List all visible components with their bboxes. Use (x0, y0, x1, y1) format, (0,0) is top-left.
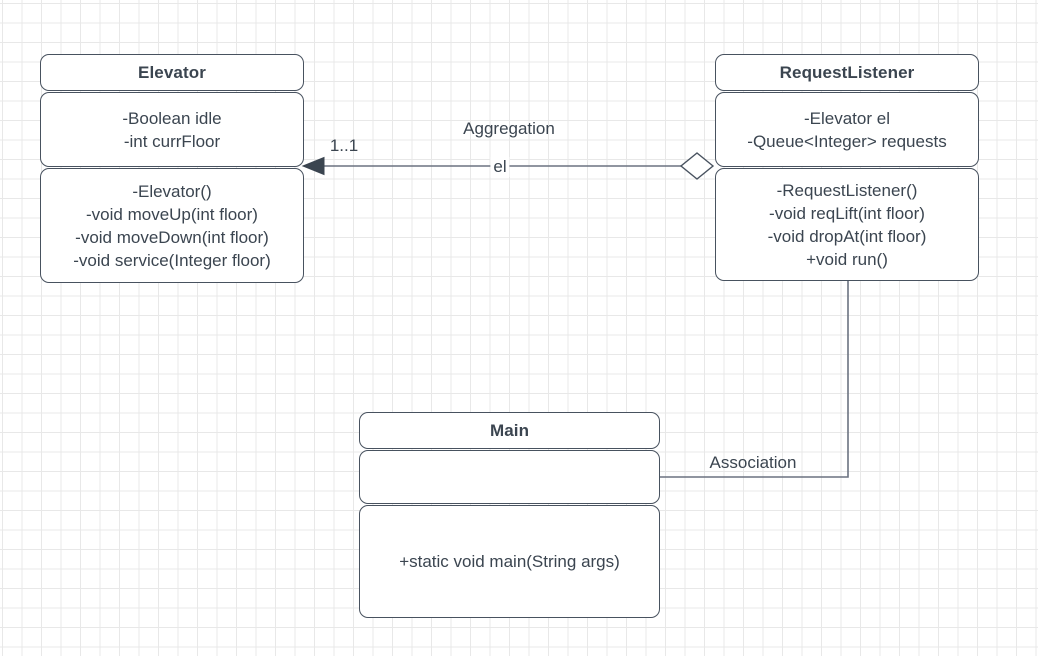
association-edge[interactable] (660, 281, 849, 478)
class-elevator-methods-compartment: -Elevator() -void moveUp(int floor) -voi… (40, 168, 304, 283)
class-requestlistener-method: +void run() (806, 249, 888, 269)
class-requestlistener-method: -void dropAt(int floor) (767, 226, 927, 246)
class-box-elevator[interactable]: Elevator -Boolean idle -int currFloor -E… (40, 54, 304, 283)
class-elevator-attributes-compartment: -Boolean idle -int currFloor (40, 92, 304, 167)
class-requestlistener-method: -void reqLift(int floor) (769, 203, 925, 223)
class-elevator-attribute: -int currFloor (123, 131, 221, 151)
class-requestlistener-name: RequestListener (779, 62, 915, 82)
class-elevator-method: -Elevator() (132, 181, 212, 201)
class-box-main[interactable]: Main +static void main(String args) (359, 412, 660, 618)
class-requestlistener-methods-compartment: -RequestListener() -void reqLift(int flo… (715, 168, 979, 281)
class-elevator-method: -void moveUp(int floor) (86, 204, 258, 224)
class-main-methods-compartment: +static void main(String args) (359, 505, 660, 618)
class-requestlistener-attributes-compartment: -Elevator el -Queue<Integer> requests (715, 92, 979, 167)
class-elevator-attribute: -Boolean idle (122, 108, 222, 128)
class-main-name: Main (489, 420, 530, 440)
class-main-title-compartment: Main (359, 412, 660, 449)
class-elevator-title-compartment: Elevator (40, 54, 304, 91)
class-elevator-method: -void moveDown(int floor) (75, 227, 269, 247)
class-elevator-method: -void service(Integer floor) (73, 250, 271, 270)
class-requestlistener-attribute: -Queue<Integer> requests (747, 131, 947, 151)
class-requestlistener-title-compartment: RequestListener (715, 54, 979, 91)
class-box-requestlistener[interactable]: RequestListener -Elevator el -Queue<Inte… (715, 54, 979, 281)
class-requestlistener-attribute: -Elevator el (804, 108, 890, 128)
association-label: Association (709, 453, 797, 472)
class-main-method: +static void main(String args) (399, 552, 620, 571)
aggregation-role-label: el (490, 157, 510, 177)
class-main-attributes-compartment (359, 450, 660, 504)
aggregation-label: Aggregation (463, 119, 555, 138)
class-requestlistener-method: -RequestListener() (776, 180, 918, 200)
arrowhead-icon (301, 156, 325, 176)
class-elevator-name: Elevator (138, 62, 206, 82)
association-line (660, 281, 849, 478)
open-diamond-icon (679, 152, 715, 180)
aggregation-multiplicity-label: 1..1 (329, 136, 359, 155)
